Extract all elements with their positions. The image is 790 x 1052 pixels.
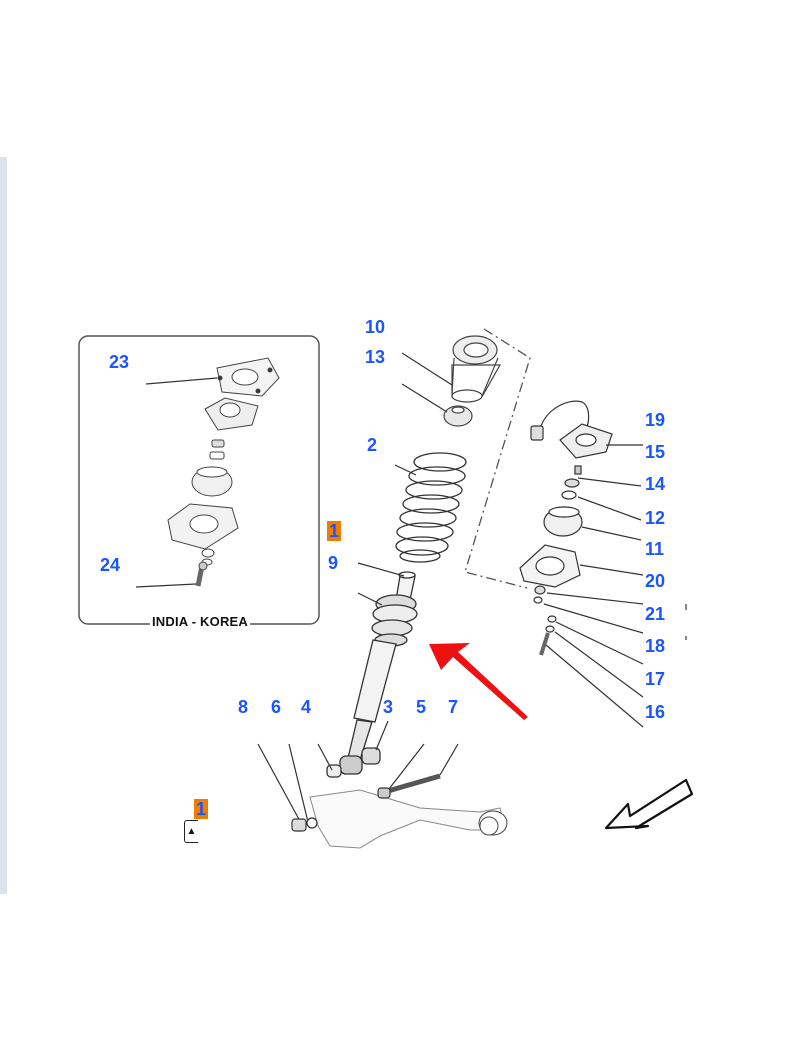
main-leaders [257, 352, 459, 824]
callout-16[interactable]: 16 [645, 702, 666, 722]
callout-8[interactable]: 8 [238, 697, 249, 717]
dust-cover [451, 335, 502, 403]
red-arrow [429, 643, 528, 720]
assembly-bracket [464, 328, 531, 589]
callout-23[interactable]: 23 [109, 352, 130, 372]
callout-24[interactable]: 24 [100, 555, 121, 575]
callout-12[interactable]: 12 [645, 508, 666, 528]
right-leaders [543, 444, 687, 728]
callout-14[interactable]: 14 [645, 474, 666, 494]
left-border [0, 157, 7, 894]
callout-1-highlighted-lower[interactable]: 1 [194, 799, 209, 819]
direction-arrow [604, 778, 694, 830]
shock-absorber [326, 571, 418, 778]
callout-1-highlighted[interactable]: 1 [327, 521, 342, 541]
lower-control-arm [309, 789, 508, 849]
callout-3[interactable]: 3 [383, 697, 394, 717]
bump-stop [443, 405, 473, 427]
callout-19[interactable]: 19 [645, 410, 666, 430]
callout-4[interactable]: 4 [301, 697, 312, 717]
callout-17[interactable]: 17 [645, 669, 666, 689]
callout-11[interactable]: 11 [645, 539, 665, 559]
callout-9[interactable]: 9 [328, 553, 339, 573]
callout-15[interactable]: 15 [645, 442, 666, 462]
callout-5[interactable]: 5 [416, 697, 427, 717]
callout-18[interactable]: 18 [645, 636, 666, 656]
lower-hardware [291, 773, 441, 832]
callout-2[interactable]: 2 [367, 435, 378, 455]
right-upper-mount [519, 400, 613, 656]
callout-20[interactable]: 20 [645, 571, 666, 591]
callout-10[interactable]: 10 [365, 317, 386, 337]
triangle-marker-icon: ▲ [184, 820, 198, 843]
inset-parts [167, 357, 280, 587]
inset-caption: INDIA - KOREA [150, 614, 250, 629]
callout-7[interactable]: 7 [448, 697, 459, 717]
coil-spring [395, 452, 467, 563]
callout-6[interactable]: 6 [271, 697, 282, 717]
callout-21[interactable]: 21 [645, 604, 666, 624]
inset-leaders [135, 377, 218, 588]
callout-13[interactable]: 13 [365, 347, 386, 367]
